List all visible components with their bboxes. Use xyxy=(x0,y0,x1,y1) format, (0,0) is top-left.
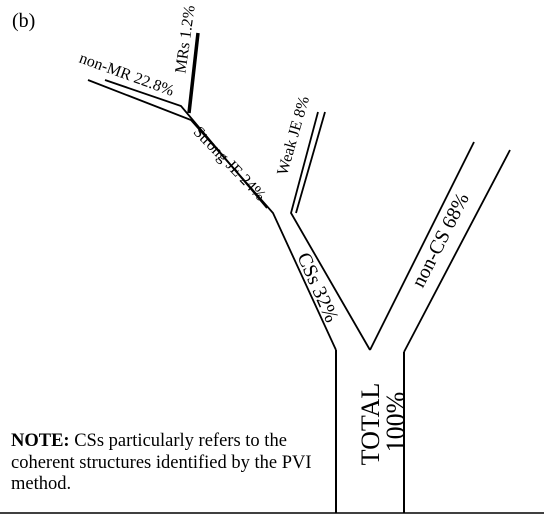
non-cs-label: non-CS 68% xyxy=(408,189,474,291)
non-cs-branch-edge-left xyxy=(369,141,475,351)
mrs-branch-edge xyxy=(187,32,200,114)
css-label: CSs 32% xyxy=(292,249,342,325)
weak-je-label: Weak JE 8% xyxy=(274,94,313,177)
strong-je-branch-edge xyxy=(104,79,268,209)
weak-je-branch-edge xyxy=(295,111,326,214)
total-value: 100% xyxy=(381,392,410,453)
note-text: NOTE: CSs particularly refers to the coh… xyxy=(11,431,341,496)
total-label: TOTAL xyxy=(356,383,385,466)
css-branch-edge-right xyxy=(290,111,371,351)
panel-label: (b) xyxy=(12,10,35,32)
non-mr-label: non-MR 22.8% xyxy=(77,50,176,100)
strong-je-label: Strong JE 24% xyxy=(190,123,269,204)
note-body: CSs particularly refers to the coherent … xyxy=(11,431,312,494)
note-heading: NOTE: xyxy=(11,431,70,451)
non-cs-branch-edge-right xyxy=(403,149,511,353)
